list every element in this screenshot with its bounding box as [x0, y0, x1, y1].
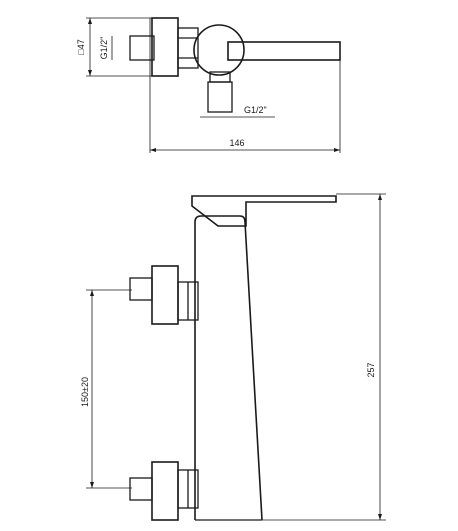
- arrow-head: [88, 70, 92, 76]
- square-size-label: □47: [76, 39, 86, 54]
- inlet-pipe: [129, 35, 155, 61]
- lever-handle-side: [191, 195, 337, 227]
- mixer-body: [194, 215, 263, 521]
- arrow-head: [378, 514, 382, 520]
- width-label: 146: [229, 138, 244, 148]
- arrow-head: [90, 482, 94, 488]
- outlet-pipe: [207, 81, 233, 113]
- lever-handle: [227, 41, 341, 61]
- round-mixer-body: [193, 24, 245, 76]
- arrow-head: [378, 194, 382, 200]
- lower-inlet-square: [151, 461, 179, 521]
- thread-label-bottom: G1/2": [244, 105, 267, 115]
- connection-nut: [177, 27, 199, 69]
- lower-inlet-pipe: [129, 477, 153, 501]
- arrow-head: [88, 18, 92, 24]
- square-inlet-body: [151, 17, 179, 77]
- arrow-head: [334, 148, 340, 152]
- upper-inlet-square: [151, 265, 179, 325]
- spacing-label: 150±20: [80, 377, 90, 407]
- arrow-head: [90, 290, 94, 296]
- arrow-head: [150, 148, 156, 152]
- upper-inlet-pipe: [129, 277, 153, 301]
- top-view: □47 G1/2" G1/2" 146: [76, 17, 341, 153]
- thread-label-vertical: G1/2": [99, 37, 109, 60]
- height-label: 257: [366, 362, 376, 377]
- side-view: 257 150±20: [80, 193, 386, 521]
